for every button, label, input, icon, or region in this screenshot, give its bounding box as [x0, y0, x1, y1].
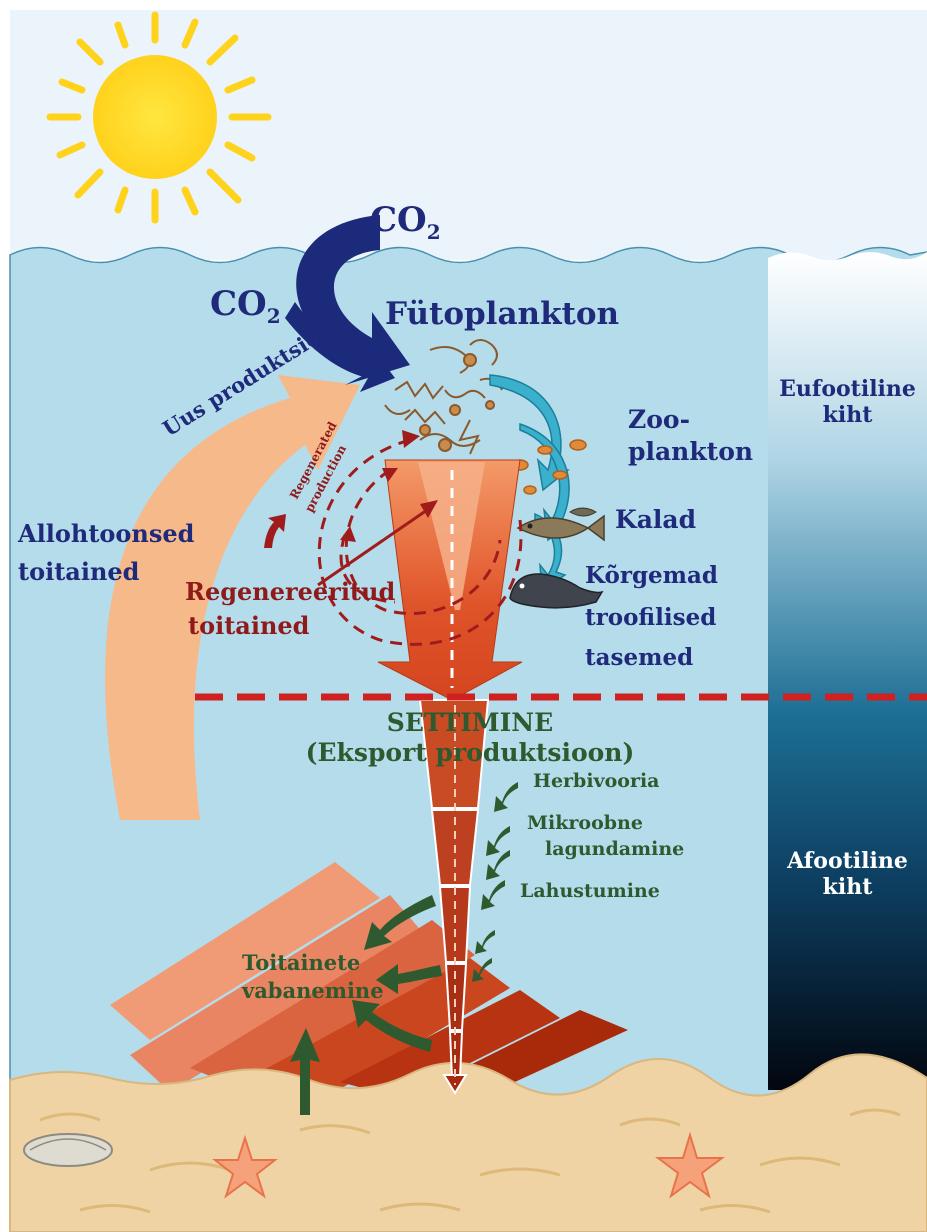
higher-levels-label-1: Kõrgemad — [585, 562, 718, 589]
regenerated-nutrients-label-1: Regenereeritud — [185, 577, 396, 606]
euphotic-zone-label-1: Eufootiline — [779, 376, 916, 402]
process-arrows — [290, 782, 518, 1115]
depth-column — [768, 252, 927, 1090]
allochthonous-label-1: Allohtoonsed — [18, 519, 195, 548]
regenerated-nutrients-arrowhead — [420, 500, 438, 518]
export-production-label: (Eksport produktsioon) — [305, 738, 635, 767]
higher-levels-label-3: tasemed — [585, 644, 694, 671]
allochthonous-arrow — [105, 375, 360, 820]
nutrient-release-label-1: Toitainete — [242, 950, 361, 975]
aphotic-zone-label: Afootiline kiht — [768, 848, 927, 901]
regeneration-loops — [317, 438, 523, 646]
phytoplankton-cluster — [384, 339, 503, 455]
microbial-label-2: lagundamine — [545, 838, 685, 860]
herbivory-label: Herbivooria — [533, 770, 660, 792]
zooplankton-label-2: plankton — [628, 437, 754, 466]
allochthonous-label-2: toitained — [18, 557, 140, 586]
aphotic-zone-label-2: kiht — [822, 874, 873, 901]
sun-icon — [46, 11, 272, 224]
phyto-to-zoo-arrow — [489, 374, 570, 492]
euphotic-zone-label-2: kiht — [822, 402, 873, 429]
co2-label-left: CO2 — [210, 284, 281, 328]
nutrient-release-label-2: vabanemine — [242, 978, 384, 1003]
regeneration-arrowheads — [340, 430, 420, 542]
sediment-texture — [39, 1108, 901, 1214]
zooplankton-label-1: Zoo- — [628, 405, 690, 434]
co2-subscript: 2 — [266, 303, 281, 328]
co2-label-top: CO2 — [370, 200, 441, 244]
higher-levels-label-2: troofilised — [585, 604, 717, 631]
euphotic-zone-label: Eufootiline kiht — [768, 376, 927, 429]
settling-title: SETTIMINE — [386, 708, 554, 737]
small-maroon-arrow — [264, 514, 286, 548]
starfish-icon — [212, 1131, 725, 1199]
co2-subscript: 2 — [426, 219, 441, 244]
regenerated-nutrients-arrow — [317, 506, 431, 587]
fish-label: Kalad — [615, 505, 697, 534]
aphotic-zone-label-1: Afootiline — [787, 848, 908, 874]
regenerated-nutrients-label-2: toitained — [188, 611, 310, 640]
phytoplankton-label: Fütoplankton — [385, 296, 620, 332]
shell-icon — [23, 1133, 113, 1167]
co2-arrow-left — [285, 302, 395, 392]
settling-label: SETTIMINE (Eksport produktsioon) — [300, 708, 640, 768]
microbial-label-1: Mikroobne — [527, 812, 643, 834]
seal-icon — [509, 573, 604, 609]
fish-icon — [516, 507, 605, 542]
export-arrow-highlight — [418, 462, 485, 610]
dissolution-label: Lahustumine — [520, 880, 660, 902]
